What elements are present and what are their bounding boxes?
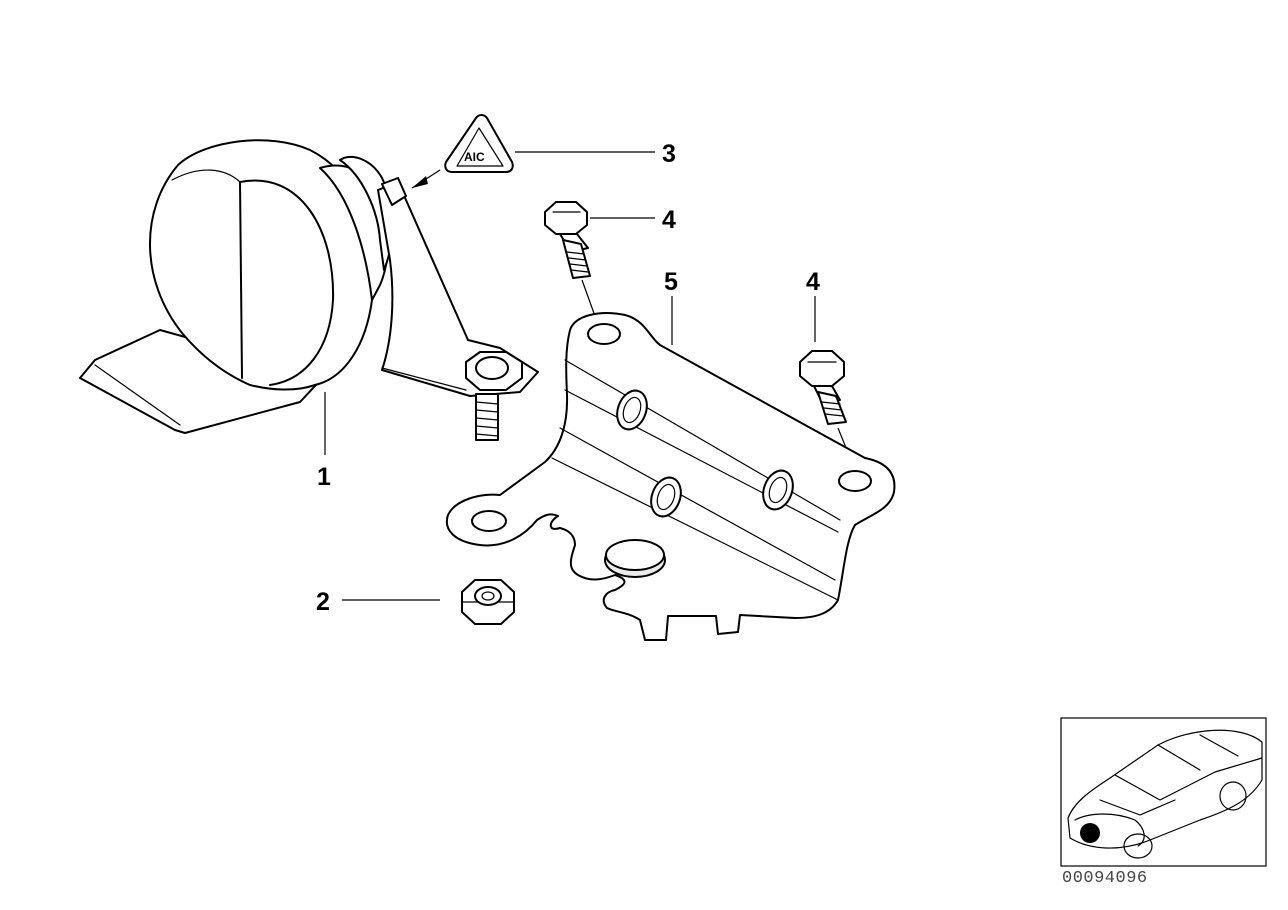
bolt-top — [544, 201, 591, 279]
location-dot-icon — [1080, 823, 1100, 843]
warning-symbol: AIC — [444, 114, 514, 173]
callout-warning-symbol: 3 — [662, 140, 676, 168]
locator-thumbnail — [1060, 717, 1267, 867]
callout-bolt-top: 4 — [662, 206, 676, 234]
svg-text:AIC: AIC — [464, 150, 485, 164]
bolt-right — [799, 350, 847, 425]
nut-part — [461, 579, 515, 625]
callout-bracket: 5 — [664, 268, 678, 296]
callout-bolt-right: 4 — [806, 268, 820, 296]
reference-number: 00094096 — [1062, 869, 1148, 888]
bracket-part — [445, 312, 896, 641]
horn-part — [79, 139, 539, 441]
callout-nut: 2 — [316, 588, 330, 616]
callout-horn: 1 — [317, 463, 331, 491]
